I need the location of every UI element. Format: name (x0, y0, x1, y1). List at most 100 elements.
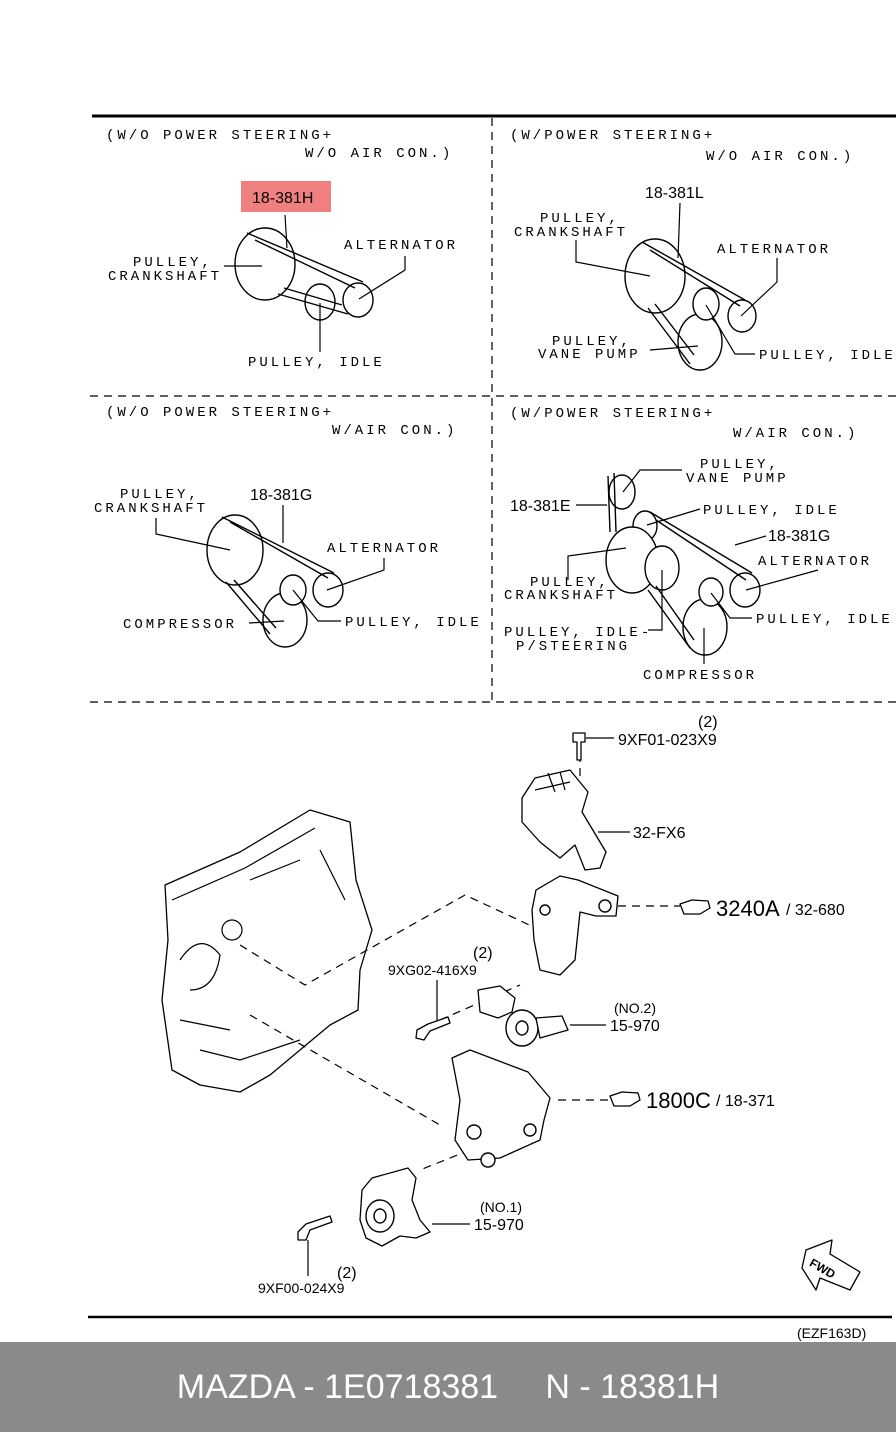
idle-pulley (692, 287, 720, 321)
crank-label-2: CRANKSHAFT (94, 501, 208, 517)
crank-label-2: CRANKSHAFT (504, 588, 618, 604)
bracket-detail (534, 771, 571, 793)
tensioner-2-no: (NO.2) (614, 1000, 656, 1016)
leader (248, 620, 285, 624)
tensioner-2-hub (515, 1020, 529, 1036)
ref-bot-part: / 18-371 (716, 1093, 775, 1110)
bracket-top (521, 769, 607, 871)
idle-alt-label: PULLEY, IDLE (756, 612, 893, 628)
highlight-box (241, 181, 331, 212)
drive-belt (641, 241, 746, 365)
bolt-bot-icon (297, 1215, 333, 1241)
leader (358, 256, 406, 300)
pointer-hand-icon (679, 899, 711, 915)
tensioner-1-hub (373, 1208, 387, 1224)
crank-label-1: PULLEY, (530, 575, 610, 591)
bolt-hole (466, 1124, 482, 1140)
bolt-bot-part: 9XF00-024X9 (258, 1280, 345, 1296)
mount-bracket (531, 875, 619, 976)
idle-pulley-alt (698, 577, 724, 607)
engine-block (161, 809, 373, 1093)
crank-label-2: CRANKSHAFT (514, 225, 628, 241)
vane-label-2: VANE PUMP (686, 471, 789, 487)
leader (710, 592, 752, 619)
panel-a-title-1: (W/O POWER STEERING+ (106, 128, 334, 144)
alternator-pulley (727, 299, 757, 333)
alternator-label: ALTERNATOR (717, 242, 831, 258)
drive-belt (246, 232, 364, 315)
bolt-mid-icon (415, 1016, 451, 1041)
footer-part-numbers: MAZDA - 1E0718381 N - 18381H (176, 1368, 720, 1406)
alternator-pulley (342, 282, 374, 318)
bolt-bot-qty: (2) (337, 1265, 357, 1282)
drive-belt (221, 516, 335, 635)
leader (326, 558, 385, 591)
ref-top-code: 3240A (716, 896, 780, 921)
leader (622, 469, 682, 493)
crank-label-1: PULLEY, (120, 487, 200, 503)
belt-part-number: 18-381H (252, 190, 313, 207)
compressor-label: COMPRESSOR (123, 617, 237, 633)
panel-d-title-1: (W/POWER STEERING+ (510, 406, 715, 422)
leader (575, 240, 651, 277)
bracket-top-part: 32-FX6 (633, 825, 686, 842)
alternator-label: ALTERNATOR (327, 541, 441, 557)
alternator-label: ALTERNATOR (758, 554, 872, 570)
crankshaft-pulley (234, 227, 296, 301)
leader (155, 518, 231, 551)
tensioner-2-part: 15-970 (610, 1018, 660, 1035)
leader (649, 345, 699, 351)
crank-label-1: PULLEY, (133, 255, 213, 271)
alternator-pulley (729, 572, 761, 608)
drive-belt-g (647, 511, 753, 649)
tensioner-1-no: (NO.1) (480, 1199, 522, 1215)
diagram-code: (EZF163D) (797, 1325, 866, 1341)
footer-bar: MAZDA - 1E0718381 N - 18381H (0, 1342, 896, 1432)
bolt-hole (523, 1123, 537, 1137)
panel-d-title-2: W/AIR CON.) (733, 426, 858, 442)
crank-label-2: CRANKSHAFT (108, 269, 222, 285)
panel-b-title-1: (W/POWER STEERING+ (510, 128, 715, 144)
leader (745, 569, 819, 591)
bolt-mid-part: 9XG02-416X9 (388, 962, 477, 978)
leader (292, 589, 341, 622)
panel-no-ps-ac: (W/O POWER STEERING+ W/AIR CON.) 18-381G… (94, 405, 482, 648)
panel-ps-no-ac: (W/POWER STEERING+ W/O AIR CON.) 18-381L… (510, 128, 896, 371)
leader (677, 202, 681, 259)
panel-b-title-2: W/O AIR CON.) (706, 149, 854, 165)
belt-g-label: 18-381G (768, 528, 830, 545)
leader (646, 508, 701, 526)
bolt-top-part: 9XF01-023X9 (618, 732, 717, 749)
belt-part-number: 18-381G (250, 487, 312, 504)
ps-idle-label-1: PULLEY, IDLE- (504, 625, 652, 641)
belt-part-number: 18-381L (645, 185, 704, 202)
bolt-top-qty: (2) (698, 714, 718, 731)
idle-top-label: PULLEY, IDLE (703, 503, 840, 519)
lower-bracket (451, 1049, 551, 1161)
ps-idle-label-2: P/STEERING (516, 639, 630, 655)
alternator-label: ALTERNATOR (344, 238, 458, 254)
crank-label-1: PULLEY, (540, 211, 620, 227)
bolt-mid-qty: (2) (473, 945, 493, 962)
leader (284, 214, 288, 249)
panel-c-title-1: (W/O POWER STEERING+ (106, 405, 334, 421)
bolt-hole (480, 1152, 496, 1168)
idle-label: PULLEY, IDLE (345, 615, 482, 631)
panel-a-title-2: W/O AIR CON.) (305, 146, 453, 162)
pointer-hand-icon (609, 1091, 641, 1107)
idle-label: PULLEY, IDLE (759, 348, 896, 364)
drive-belt-e (607, 472, 617, 533)
bolt-hole (598, 899, 612, 913)
compressor-label: COMPRESSOR (643, 668, 757, 684)
panel-c-title-2: W/AIR CON.) (332, 423, 457, 439)
exploded-view: (2) 9XF01-023X9 32-FX6 3240A / 32-680 (2… (161, 714, 866, 1341)
panel-no-ps-no-ac: (W/O POWER STEERING+ W/O AIR CON.) 18-38… (106, 128, 458, 371)
vane-label-1: PULLEY, (552, 334, 632, 350)
engine-detail (171, 827, 346, 1061)
fwd-arrow-icon: FWD (801, 1239, 861, 1291)
bolt-top-icon (572, 732, 586, 761)
ref-top-part: / 32-680 (786, 902, 845, 919)
ref-bot-code: 1800C (646, 1088, 711, 1113)
belt-diagram: (W/O POWER STEERING+ W/O AIR CON.) 18-38… (88, 114, 896, 1341)
leader (740, 258, 778, 317)
